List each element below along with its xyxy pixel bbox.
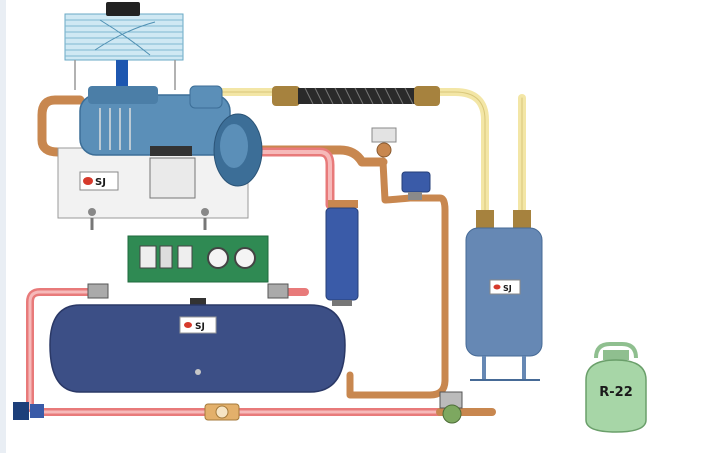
separator-inlet-fitting [476,210,494,232]
condenser-fan [64,2,184,98]
left-border-strip [0,0,6,453]
pressure-gauge-right [234,247,256,269]
fan-grille [64,13,184,61]
gauge-panel [127,235,269,283]
suction-line-outline [214,91,486,216]
receiver-bracket [190,298,206,306]
pressure-switch-mid [159,245,173,269]
receiver-shell [49,304,346,393]
compressor-fins [99,108,131,150]
cylinder-handle [594,342,638,359]
inlet-valve-left [13,402,44,420]
copper-line-to-expansion-valve [230,145,388,167]
hot-gas-pipe-light [198,150,332,207]
expansion-valve [371,127,397,158]
pressure-gauge-left [207,247,229,269]
cylinder-neck [603,350,629,360]
filter-drier [325,200,359,306]
black-fitting [150,146,192,156]
refrigerant-cylinder: R-22 [585,342,647,433]
ball-valve [439,391,463,424]
refrigerant-label: R-22 [599,385,633,400]
hose-right-fitting [414,86,440,106]
left-hot-pipe-light [28,290,97,412]
compressor-brand-logo: SJ [83,177,106,188]
compressor-nameplate [79,171,119,191]
pressure-switch-left [139,245,157,269]
compressor-terminal-box [149,157,196,199]
compressor-end-cap-highlight [220,124,248,168]
solenoid-valve [401,171,431,200]
discharge-loop-pipe [37,95,100,157]
liquid-line-vertical [346,158,449,399]
separator-logo-text: SJ [503,284,512,293]
separator-nameplate [489,279,521,295]
receiver-valve-right [267,283,289,299]
oil-separator: SJ [465,210,543,381]
hose-left-fitting [272,86,300,106]
fan-blade-lines [94,19,156,56]
vibration-eliminator [272,86,440,106]
cylinder-body [585,359,647,433]
compressor-head [88,86,158,104]
compressor: SJ [57,85,263,230]
receiver-valve-left [87,283,109,299]
sight-glass [204,403,240,421]
pressure-switch-right [177,245,193,269]
compressor-bolt-right [201,208,209,216]
fan-motor [106,2,140,16]
receiver-nameplate [179,316,217,334]
separator-outlet-fitting [513,210,531,232]
compressor-bolt-left [88,208,96,216]
receiver-sight-port [195,369,201,375]
suction-port [189,85,223,109]
liquid-receiver: SJ [49,283,346,393]
receiver-logo-text: SJ [195,322,205,332]
compressor-logo-text: SJ [95,177,106,188]
